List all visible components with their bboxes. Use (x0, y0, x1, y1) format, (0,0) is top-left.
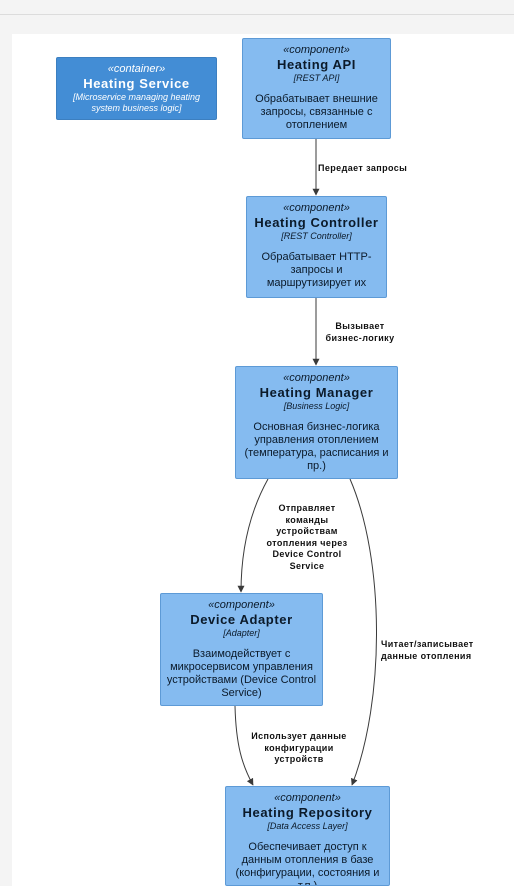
component-tech: [REST Controller] (281, 231, 352, 241)
component-tech: [Adapter] (223, 628, 260, 638)
component-name: Heating API (276, 57, 357, 72)
edge-label-controller-to-manager: Вызывает бизнес-логику (325, 321, 395, 343)
component-name: Heating Repository (242, 805, 373, 820)
component-stereotype: «component» (283, 202, 350, 214)
component-stereotype: «component» (208, 599, 275, 611)
component-description: Обрабатывает внешние запросы, связанные … (255, 93, 378, 131)
edge-manager-to-repository (349, 478, 377, 786)
component-stereotype: «component» (274, 792, 341, 804)
component-heating-api[interactable]: «component» Heating API [REST API] Обраб… (242, 38, 391, 139)
edge-adapter-to-repository (234, 705, 254, 786)
component-device-adapter[interactable]: «component» Device Adapter [Adapter] Вза… (160, 593, 323, 706)
edge-label-adapter-to-repository: Использует данные конфигурации устройств (251, 731, 347, 764)
edge-label-api-to-controller: Передает запросы (318, 163, 408, 173)
component-description: Основная бизнес-логика управления отопле… (244, 421, 389, 472)
component-name: Heating Manager (259, 385, 374, 400)
component-stereotype: «component» (283, 372, 350, 384)
component-stereotype: «component» (283, 44, 350, 56)
component-heating-manager[interactable]: «component» Heating Manager [Business Lo… (235, 366, 398, 479)
component-heating-controller[interactable]: «component» Heating Controller [REST Con… (246, 196, 387, 298)
edge-label-manager-to-adapter: Отправляет команды устройствам отопления… (266, 503, 348, 571)
container-tech: [Microservice managing heating system bu… (72, 92, 201, 113)
container-heating-service[interactable]: «container» Heating Service [Microservic… (56, 57, 217, 120)
container-stereotype: «container» (107, 63, 166, 75)
component-tech: [Business Logic] (283, 401, 350, 411)
top-bar (0, 0, 514, 15)
component-description: Обеспечивает доступ к данным отопления в… (235, 841, 380, 886)
component-description: Обрабатывает HTTP-запросы и маршрутизиру… (261, 251, 372, 289)
component-heating-repository[interactable]: «component» Heating Repository [Data Acc… (225, 786, 390, 886)
component-tech: [Data Access Layer] (267, 821, 348, 831)
edge-manager-to-adapter (237, 478, 269, 593)
component-tech: [REST API] (293, 73, 340, 83)
component-name: Device Adapter (190, 612, 293, 627)
component-description: Взаимодействует с микросервисом управлен… (166, 648, 317, 699)
edge-label-manager-to-repository: Читает/записывает данные отопления (381, 639, 474, 661)
component-name: Heating Controller (254, 215, 379, 230)
container-name: Heating Service (83, 76, 190, 91)
